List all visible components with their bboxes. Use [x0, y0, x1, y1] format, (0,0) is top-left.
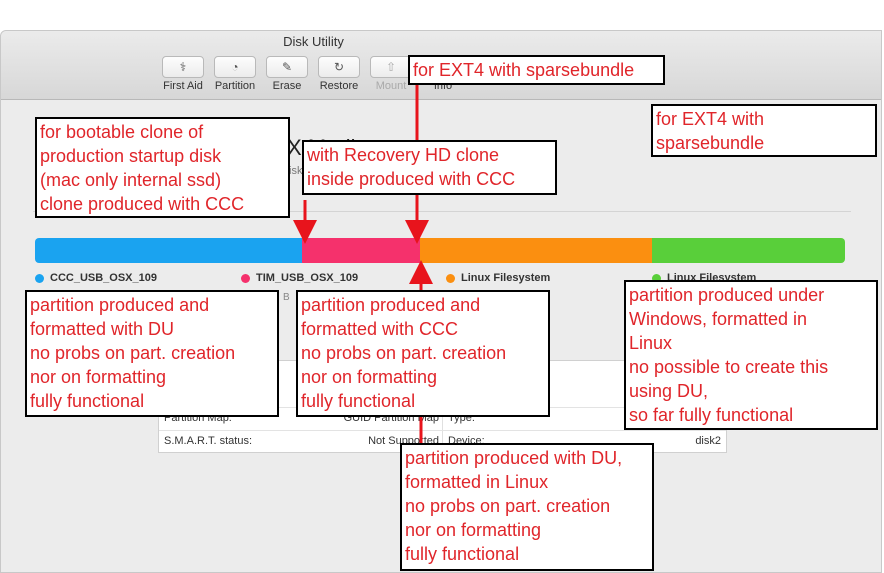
mount-icon: ⇧ [370, 56, 412, 78]
partition-bar [35, 238, 845, 263]
device-subtitle: isk [289, 165, 303, 177]
pie-chart-icon: ◔ [214, 56, 256, 78]
eraser-icon: ✎ [266, 56, 308, 78]
partition-segment-linux-2[interactable] [652, 238, 845, 263]
mount-button[interactable]: ⇧ Mount [367, 56, 415, 92]
annotation-ext4-top: for EXT4 with sparsebundle [408, 55, 665, 85]
window-title: Disk Utility [283, 34, 344, 49]
legend-dot [652, 273, 661, 283]
restore-button[interactable]: ↻ Restore [315, 56, 363, 92]
legend-dot [446, 273, 455, 283]
legend-size: B [283, 292, 290, 303]
partition-segment-ccc[interactable] [35, 238, 303, 263]
annotation-partition-3: partition produced with DU,formatted in … [400, 443, 654, 571]
legend-item-ccc: CCC_USB_OSX_109 [35, 272, 157, 284]
partition-segment-tim[interactable] [302, 238, 420, 263]
first-aid-button[interactable]: ⚕ First Aid [159, 56, 207, 92]
stethoscope-icon: ⚕ [162, 56, 204, 78]
partition-button[interactable]: ◔ Partition [211, 56, 259, 92]
legend-item-linux-1: Linux Filesystem [446, 272, 550, 284]
legend-dot [35, 273, 44, 283]
partition-segment-linux-1[interactable] [419, 238, 653, 263]
erase-button[interactable]: ✎ Erase [263, 56, 311, 92]
divider [33, 211, 851, 212]
legend-dot [241, 273, 250, 283]
legend-item-tim: TIM_USB_OSX_109 [241, 272, 358, 284]
restore-icon: ↻ [318, 56, 360, 78]
